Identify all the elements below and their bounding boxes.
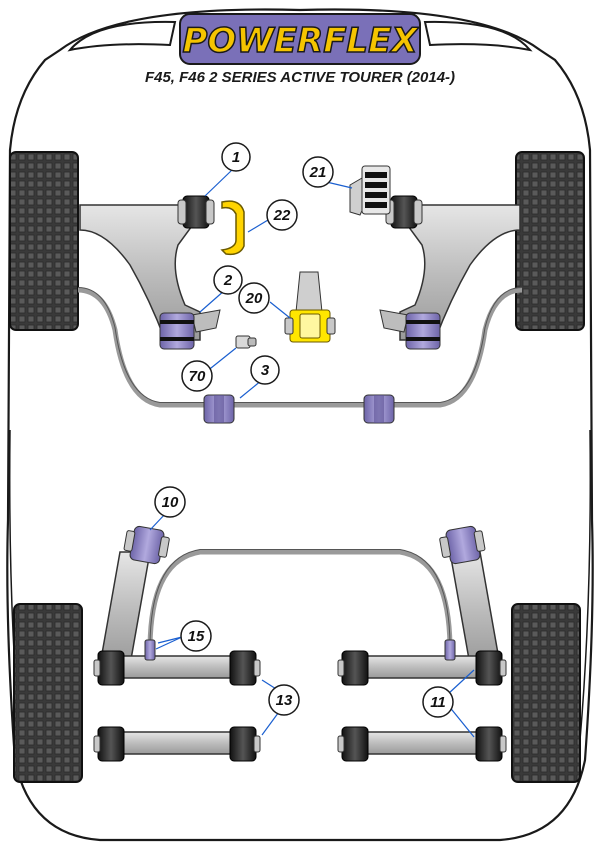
front-anti-roll-bar bbox=[77, 287, 523, 408]
rear-anti-roll-bar bbox=[147, 549, 453, 651]
bush-10-trailing-arm-right bbox=[439, 525, 486, 565]
svg-text:22: 22 bbox=[273, 207, 291, 224]
rear-left-lower-link bbox=[109, 731, 251, 755]
callout-20: 20 bbox=[238, 282, 270, 314]
callout-22: 22 bbox=[266, 199, 298, 231]
svg-text:21: 21 bbox=[309, 164, 327, 181]
part-22-bracket bbox=[220, 200, 245, 256]
rear-left-wheel bbox=[13, 603, 83, 783]
bush-1-front-wishbone-front bbox=[177, 195, 215, 229]
svg-text:11: 11 bbox=[430, 694, 446, 711]
bush-15-drop-link-right bbox=[444, 639, 456, 661]
svg-text:2: 2 bbox=[223, 272, 233, 289]
svg-text:15: 15 bbox=[188, 628, 205, 645]
bush-10-trailing-arm-left bbox=[123, 525, 170, 565]
callout-3: 3 bbox=[250, 355, 280, 385]
svg-text:3: 3 bbox=[261, 362, 270, 379]
bush-15-drop-link-left bbox=[144, 639, 156, 661]
svg-text:70: 70 bbox=[189, 368, 206, 385]
bush-3-anti-roll-bar-right bbox=[363, 394, 395, 424]
right-mirror-outline bbox=[423, 20, 533, 52]
logo-text: POWERFLEX bbox=[182, 21, 419, 61]
rear-right-wheel bbox=[511, 603, 581, 783]
powerflex-logo: POWERFLEX bbox=[179, 13, 421, 65]
right-sill-line bbox=[579, 429, 592, 741]
callout-15: 15 bbox=[180, 620, 212, 652]
front-left-wheel bbox=[9, 151, 79, 331]
part-70-insert bbox=[235, 335, 257, 349]
rear-link-bush-sleeves bbox=[93, 659, 507, 753]
bush-2-front-wishbone-rear bbox=[159, 309, 221, 350]
svg-text:13: 13 bbox=[276, 692, 293, 709]
callout-21: 21 bbox=[302, 156, 334, 188]
rear-right-lower-link bbox=[349, 731, 491, 755]
bush-2-right bbox=[379, 309, 441, 350]
front-right-wheel bbox=[515, 151, 585, 331]
callout-11: 11 bbox=[422, 686, 454, 718]
svg-text:20: 20 bbox=[245, 290, 263, 307]
front-left-wishbone bbox=[79, 204, 202, 341]
callout-1: 1 bbox=[221, 142, 251, 172]
rear-left-upper-link bbox=[109, 655, 251, 679]
bush-1-right bbox=[385, 195, 423, 229]
bush-3-anti-roll-bar-left bbox=[203, 394, 235, 424]
callout-70: 70 bbox=[181, 360, 213, 392]
svg-text:1: 1 bbox=[232, 149, 240, 166]
callout-13: 13 bbox=[268, 684, 300, 716]
callout-2: 2 bbox=[213, 265, 243, 295]
callout-10: 10 bbox=[154, 486, 186, 518]
model-subtitle: F45, F46 2 SERIES ACTIVE TOURER (2014-) bbox=[145, 69, 455, 86]
svg-text:10: 10 bbox=[162, 494, 179, 511]
part-21-engine-mount bbox=[349, 165, 391, 216]
front-right-wishbone bbox=[398, 204, 521, 341]
car-body-outline bbox=[6, 8, 594, 842]
left-mirror-outline bbox=[67, 20, 177, 52]
part-20-lower-engine-mount bbox=[284, 271, 336, 343]
